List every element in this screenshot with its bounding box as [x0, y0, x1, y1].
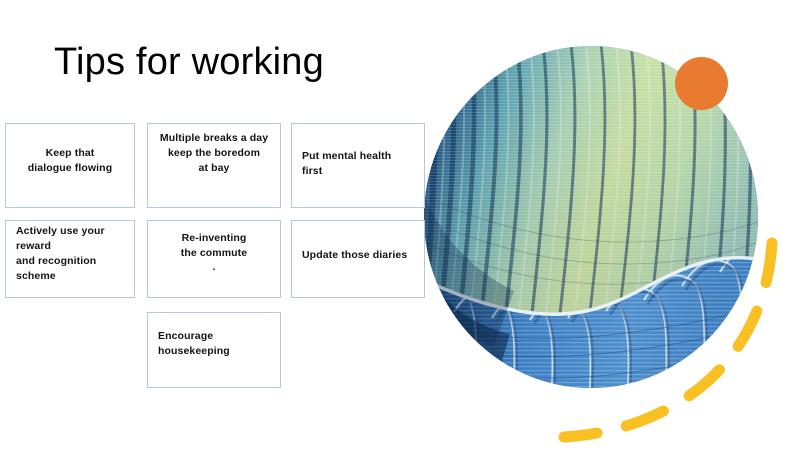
tip-box-encourage-housekeeping[interactable]: Encourage housekeeping	[147, 312, 281, 388]
tip-text: Keep that dialogue flowing	[27, 146, 113, 174]
tip-text: Put mental health first	[302, 149, 392, 177]
orange-circle-accent	[675, 57, 728, 110]
page-title: Tips for working	[54, 41, 324, 83]
tip-box-put-mental-health-first[interactable]: Put mental health first	[291, 123, 425, 208]
tip-text: Re-inventing the commute .	[180, 231, 248, 274]
tip-text: Update those diaries	[302, 248, 408, 261]
tip-text: Multiple breaks a day keep the boredom a…	[159, 132, 269, 174]
tip-text: Actively use your reward and recognition…	[16, 225, 105, 282]
tip-box-multiple-breaks[interactable]: Multiple breaks a day keep the boredom a…	[147, 123, 281, 208]
tip-box-reward-recognition-scheme[interactable]: Actively use your reward and recognition…	[5, 220, 135, 298]
tip-box-re-inventing-the-commute[interactable]: Re-inventing the commute .	[147, 220, 281, 298]
tip-text: Encourage housekeeping	[158, 330, 230, 357]
tip-box-keep-dialogue-flowing[interactable]: Keep that dialogue flowing	[5, 123, 135, 208]
tip-box-update-those-diaries[interactable]: Update those diaries	[291, 220, 425, 298]
